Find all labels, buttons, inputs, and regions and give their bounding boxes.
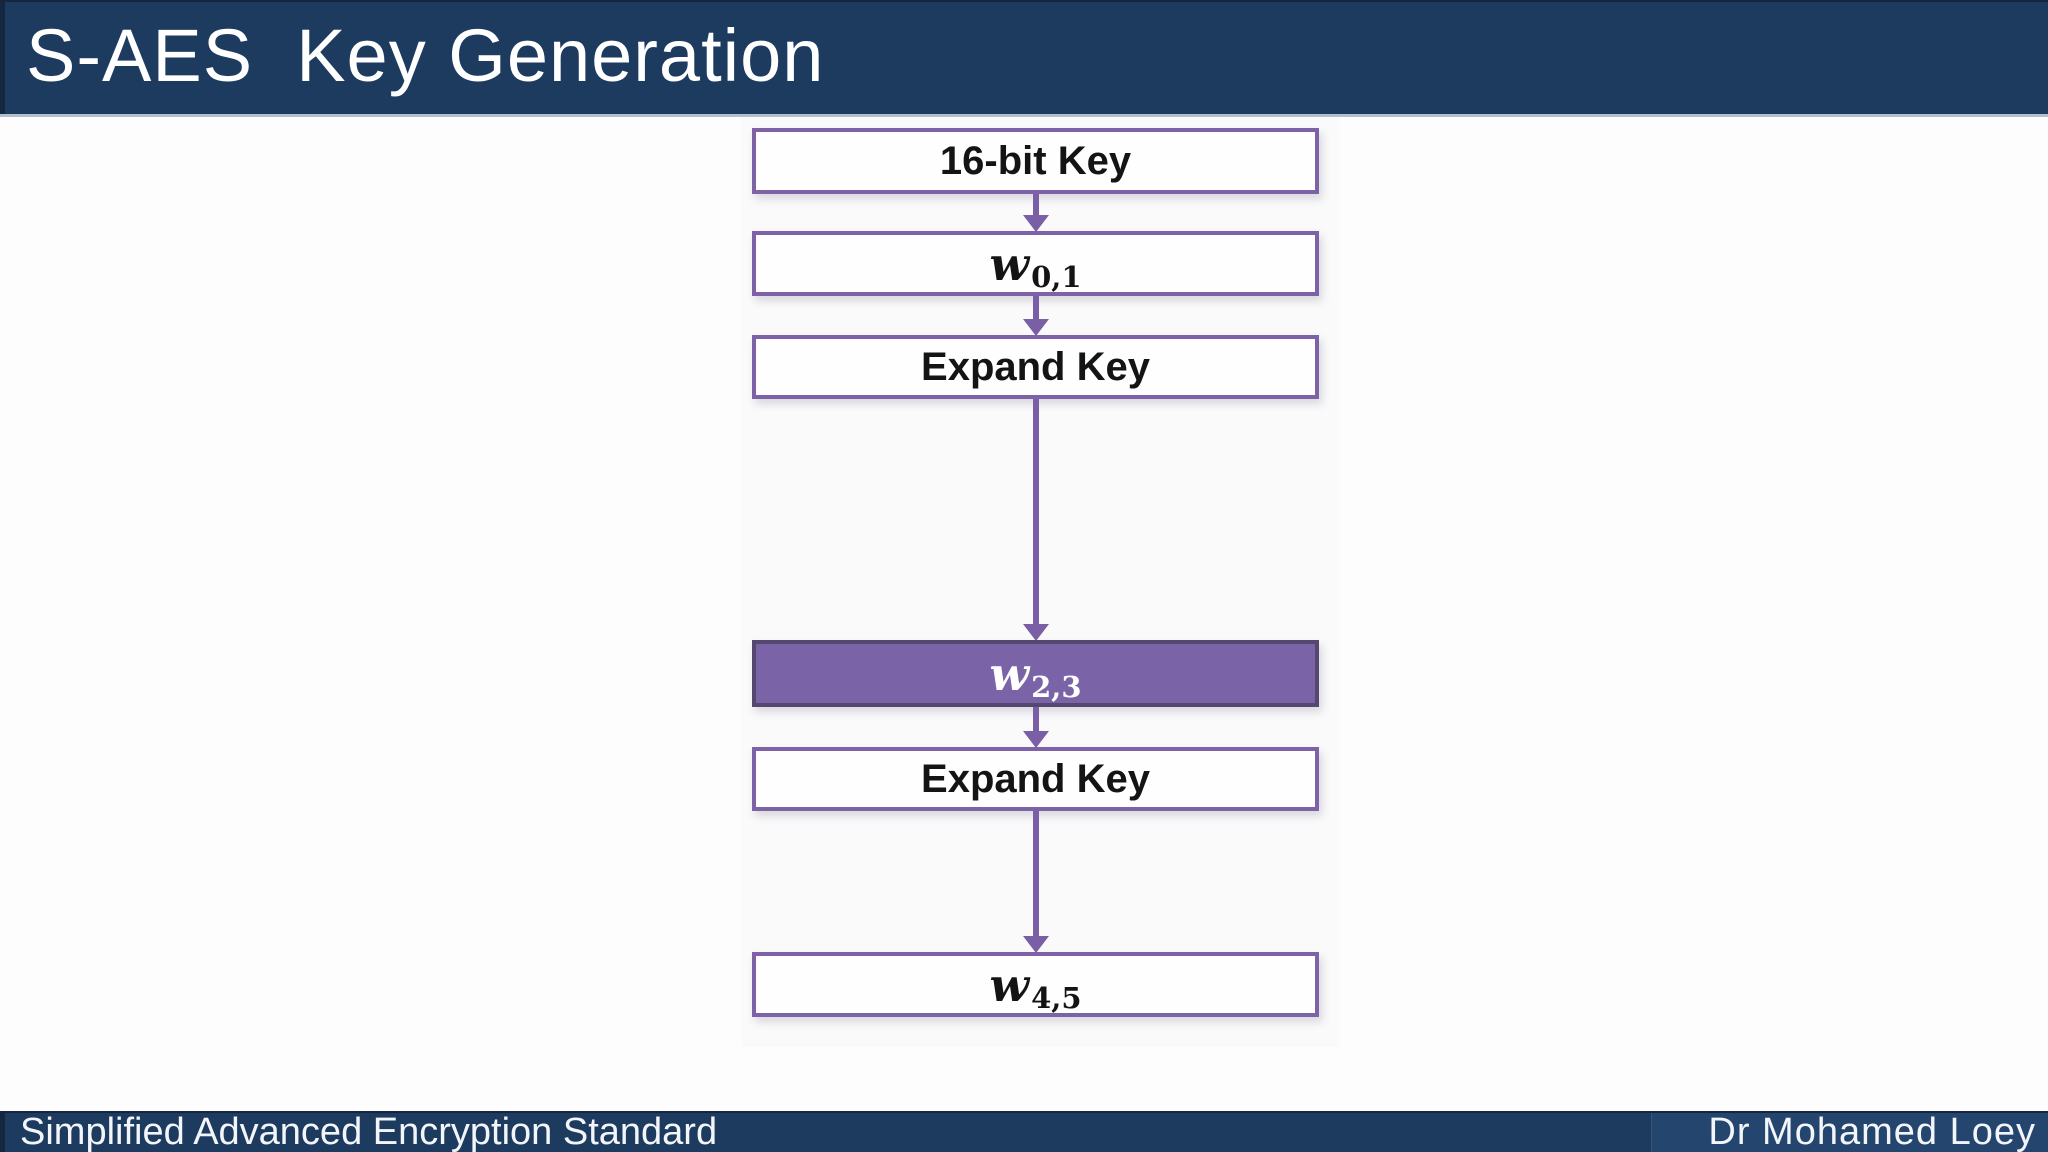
flow-box-expand-key-1: Expand Key [752, 335, 1319, 399]
w-subscript: 0,1 [1031, 260, 1082, 294]
arrow-shaft [1033, 399, 1039, 627]
flow-arrow-long [1023, 399, 1049, 641]
arrow-head-icon [1023, 731, 1049, 748]
w-symbol: w [989, 646, 1030, 701]
arrow-shaft [1033, 194, 1039, 218]
w-subscript: 2,3 [1031, 670, 1082, 704]
page-title: S-AES Key Generation [26, 14, 825, 97]
flow-arrow [1023, 194, 1049, 232]
flow-arrow [1023, 707, 1049, 748]
flow-arrow [1023, 296, 1049, 336]
w-subscript: 4,5 [1031, 981, 1082, 1015]
footer-author-panel: Dr Mohamed Loey [1651, 1111, 2048, 1152]
flow-arrow-long [1023, 811, 1049, 953]
w-symbol: w [989, 957, 1030, 1012]
flow-box-w01: w 0,1 [752, 231, 1319, 296]
w-symbol: w [989, 236, 1030, 291]
flow-box-label: Expand Key [921, 756, 1150, 801]
flow-box-label: Expand Key [921, 344, 1150, 389]
arrow-head-icon [1023, 215, 1049, 232]
arrow-head-icon [1023, 936, 1049, 953]
arrow-head-icon [1023, 624, 1049, 641]
flow-box-expand-key-2: Expand Key [752, 747, 1319, 811]
arrow-shaft [1033, 811, 1039, 939]
flow-box-w23-highlighted: w 2,3 [752, 640, 1319, 707]
footer-subtitle: Simplified Advanced Encryption Standard [20, 1111, 718, 1152]
flow-box-label: 16-bit Key [939, 138, 1132, 183]
arrow-shaft [1033, 296, 1039, 322]
arrow-shaft [1033, 707, 1039, 734]
footer-bar: Simplified Advanced Encryption Standard … [0, 1111, 2048, 1152]
footer-author: Dr Mohamed Loey [1708, 1111, 2036, 1152]
title-bar: S-AES Key Generation [0, 0, 2048, 117]
flow-box-16bit-key: 16-bit Key [752, 128, 1319, 194]
flow-box-w45: w 4,5 [752, 952, 1319, 1017]
arrow-head-icon [1023, 319, 1049, 336]
